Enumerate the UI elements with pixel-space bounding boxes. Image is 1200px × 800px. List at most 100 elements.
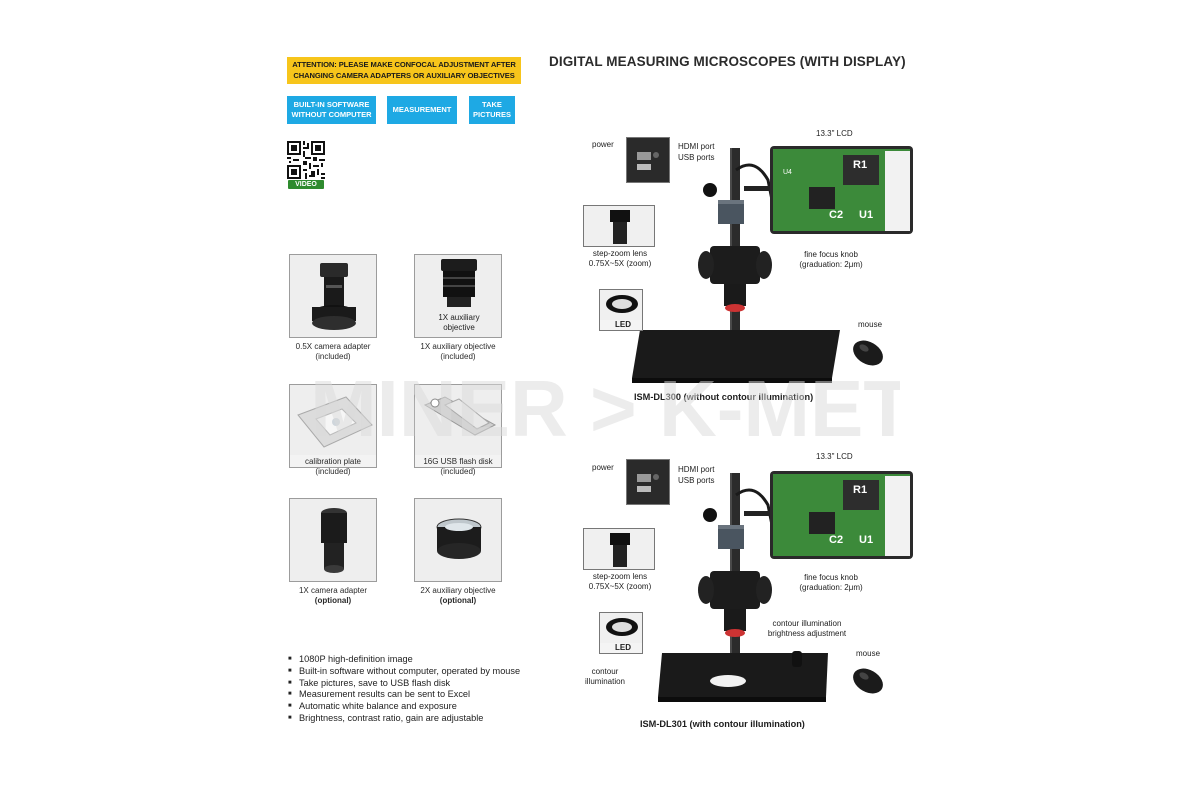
feature-measurement-label: MEASUREMENT [392,105,452,114]
calibration-plate-icon [290,385,376,455]
label-lcd-2: 13.3" LCD [816,452,853,461]
label-focus-2: fine focus knob (graduation: 2μm) [785,573,877,592]
camera-adapter-05x-icon [290,255,376,337]
led-ring-icon [600,613,642,643]
label-contour-adj-line-1: contour illumination [772,619,842,628]
step-zoom-lens-icon [584,529,654,569]
caption-line-2: (included) [440,352,476,361]
model-label-dl301: ISM-DL301 (with contour illumination) [640,719,805,729]
label-focus-line-1: fine focus knob [804,250,858,259]
feature-badge-pictures: TAKE PICTURES [469,96,515,124]
lens-inset-2 [583,528,655,570]
feature-badge-software: BUILT-IN SOFTWARE WITHOUT COMPUTER [287,96,376,124]
pcb-chip [843,480,879,510]
caption-line-1: 0.5X camera adapter [295,342,371,351]
hdmi-port-icon [637,152,651,160]
label-focus-line-1: fine focus knob [804,573,858,582]
pcb-label-c2: C2 [829,534,844,546]
accessory-caption-1x-adapter: 1X camera adapter (optional) [263,586,403,606]
led-inset-2: LED [599,612,643,654]
qr-code-icon[interactable] [287,141,325,179]
lcd-display-1: R1 C2 U1 U4 [770,146,913,234]
label-mouse-2: mouse [856,649,881,658]
caption-line-2: (optional) [439,596,477,605]
usb-port-icon [637,486,651,492]
lcd-side-panel [885,476,910,556]
feature-software-line-2: WITHOUT COMPUTER [291,110,372,119]
label-focus-line-2: (graduation: 2μm) [799,259,863,269]
label-power-2: power [592,463,614,472]
feature-list-item: Brightness, contrast ratio, gain are adj… [288,713,520,725]
accessory-caption-2x-objective: 2X auxiliary objective (optional) [388,586,528,606]
accessory-tile-usb-flash [414,384,502,468]
model-label-dl300: ISM-DL300 (without contour illumination) [634,392,814,402]
attention-banner: ATTENTION: PLEASE MAKE CONFOCAL ADJUSTME… [287,57,521,84]
feature-list-item: 1080P high-definition image [288,654,520,666]
caption-line-2: (included) [315,467,351,476]
feature-badge-measurement: MEASUREMENT [387,96,457,124]
caption-line-1: 1X camera adapter [298,586,368,595]
feature-pictures-line-2: PICTURES [473,110,511,119]
pcb-label-u1: U1 [859,534,874,546]
accessory-caption-05x-adapter: 0.5X camera adapter (included) [263,342,403,362]
microscope-dl301-figure [560,455,940,715]
pcb-label-r1: R1 [853,484,868,496]
feature-list: 1080P high-definition image Built-in sof… [288,654,520,725]
caption-line-1: 2X auxiliary objective [420,586,496,595]
microscope-dl300-figure [560,130,940,400]
lcd-side-panel [885,151,910,231]
label-focus-1: fine focus knob (graduation: 2μm) [785,250,877,269]
label-contour-adjustment: contour illumination brightness adjustme… [752,619,862,638]
pcb-label-u1: U1 [859,209,874,221]
accessory-caption-1x-objective: 1X auxiliary objective (included) [388,342,528,362]
attention-line-1: ATTENTION: PLEASE MAKE CONFOCAL ADJUSTME… [292,60,516,69]
hdmi-port-icon [637,474,651,482]
label-lens-line-1: step-zoom lens [592,249,648,258]
pcb-label-r1: R1 [853,159,868,171]
label-lens-line-2: 0.75X~5X (zoom) [588,258,652,268]
label-hdmi-1: HDMI port [678,142,715,151]
microscope-dl301-illustration [658,473,828,702]
accessory-tile-2x-objective [414,498,502,582]
power-button-icon [653,474,659,480]
ports-inset-2 [626,459,670,505]
label-lens-line-1: step-zoom lens [592,572,648,581]
lcd-screen-1: R1 C2 U1 U4 [773,149,910,231]
caption-line-2: (included) [315,352,351,361]
tile-inset-caption: 1X auxiliary objective [415,313,501,332]
accessory-tile-05x-adapter [289,254,377,338]
attention-line-2: CHANGING CAMERA ADAPTERS OR AUXILIARY OB… [293,71,515,80]
label-lens-1: step-zoom lens 0.75X~5X (zoom) [577,249,663,268]
label-led-1: LED [615,320,631,329]
led-inset-1: LED [599,289,643,331]
usb-flash-disk-icon [415,385,501,455]
label-contour-adj-line-2: brightness adjustment [767,628,847,638]
label-contour-line-2: illumination [584,676,626,686]
label-mouse-1: mouse [858,320,883,329]
tile-inset-line-2: objective [443,322,475,332]
auxiliary-objective-2x-icon [415,499,501,581]
mouse-icon [853,668,883,694]
pcb-chip [843,155,879,185]
power-button-icon [653,152,659,158]
tile-inset-line-1: 1X auxiliary [438,313,480,322]
label-usb-2: USB ports [678,476,715,485]
lens-inset-1 [583,205,655,247]
microscope-dl300-illustration [632,148,840,383]
label-hdmi-2: HDMI port [678,465,715,474]
label-lcd-1: 13.3" LCD [816,129,853,138]
label-power-1: power [592,140,614,149]
feature-software-line-1: BUILT-IN SOFTWARE [293,100,370,109]
accessory-tile-1x-adapter [289,498,377,582]
caption-line-2: (optional) [314,596,352,605]
label-lens-line-2: 0.75X~5X (zoom) [588,581,652,591]
usb-port-icon [637,164,651,170]
label-contour-line-1: contour [591,667,619,676]
label-focus-line-2: (graduation: 2μm) [799,582,863,592]
led-ring-icon [600,290,642,320]
label-lens-2: step-zoom lens 0.75X~5X (zoom) [577,572,663,591]
pcb-label-c2: C2 [829,209,844,221]
ports-inset-1 [626,137,670,183]
mouse-icon [853,340,883,366]
accessory-caption-usb-flash: 16G USB flash disk (included) [388,457,528,477]
